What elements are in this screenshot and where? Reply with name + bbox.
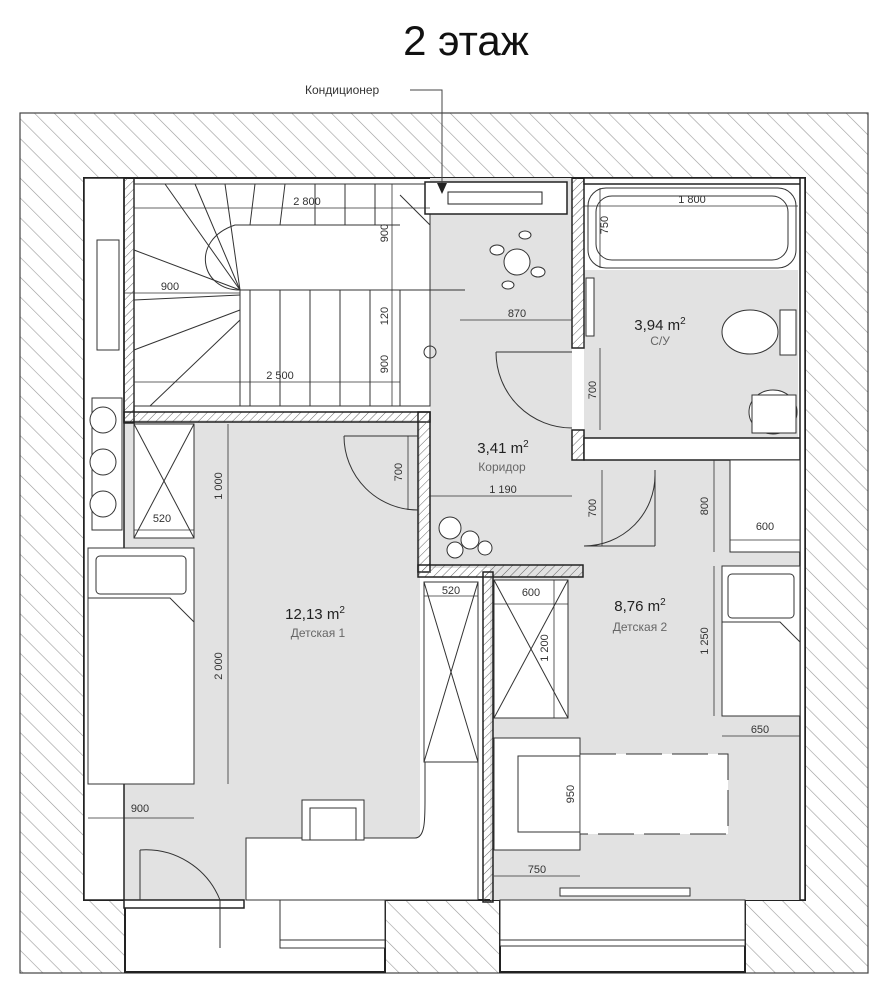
dim-stair-landing: 900 xyxy=(161,281,179,293)
dim-corridor-lower: 1 190 xyxy=(489,484,517,496)
bath-name: С/У xyxy=(650,334,670,348)
dim-stair-gap: 120 xyxy=(379,307,391,325)
kids2-name: Детская 2 xyxy=(613,620,668,634)
dimension-labels: 2 800 900 900 120 900 2 500 870 1 190 1 … xyxy=(131,194,774,876)
bath-area: 3,94 m2 xyxy=(634,316,686,334)
dim-stair-width: 2 800 xyxy=(293,196,321,208)
dim-kids2-bed-width: 650 xyxy=(751,724,769,736)
kids1-area: 12,13 m2 xyxy=(285,605,345,623)
plant-icon xyxy=(438,516,493,559)
corridor-name: Коридор xyxy=(478,460,526,474)
dim-kids1-bed-length: 2 000 xyxy=(213,652,225,680)
room-labels: 3,94 m2 С/У 3,41 m2 Коридор 12,13 m2 Дет… xyxy=(285,316,686,640)
dim-bath-tub-length: 1 800 xyxy=(678,194,706,206)
dim-kids2-shelf-depth: 800 xyxy=(699,497,711,515)
dim-kids2-sofa-width: 750 xyxy=(528,864,546,876)
dim-bath-tub-width: 750 xyxy=(599,216,611,234)
air-conditioner-label: Кондиционер xyxy=(305,83,380,97)
dim-kids2-shelf: 600 xyxy=(756,521,774,533)
dim-corridor-upper: 870 xyxy=(508,308,526,320)
dim-kids1-wardrobe-length: 1 000 xyxy=(213,472,225,500)
bath-fixtures xyxy=(585,187,798,435)
dim-bath-door: 700 xyxy=(587,381,599,399)
left-windows xyxy=(89,239,123,531)
dim-kids2-sofa-length: 950 xyxy=(565,785,577,803)
person-icon xyxy=(489,230,546,290)
dim-corridor-door: 700 xyxy=(393,463,405,481)
kids1-name: Детская 1 xyxy=(291,626,346,640)
kids1-furniture xyxy=(87,423,479,949)
dim-stair-run-lower: 900 xyxy=(379,355,391,373)
page-title: 2 этаж xyxy=(403,17,529,64)
dim-kids2-bed-length: 1 250 xyxy=(699,627,711,655)
dim-kids2-wardrobe: 600 xyxy=(522,587,540,599)
dimension-lines xyxy=(88,184,800,877)
staircase xyxy=(133,183,465,407)
dim-stair-run-upper: 900 xyxy=(379,224,391,242)
dim-kids2-wardrobe-length: 1 200 xyxy=(539,634,551,662)
kids2-area: 8,76 m2 xyxy=(614,597,666,615)
corridor-area: 3,41 m2 xyxy=(477,439,529,457)
air-conditioner xyxy=(410,89,568,215)
dim-kids2-door: 700 xyxy=(587,499,599,517)
dim-kids1-wardrobe2: 520 xyxy=(442,585,460,597)
dim-kids1-wardrobe-depth: 520 xyxy=(153,513,171,525)
doors xyxy=(139,338,656,948)
dim-kids1-bed-width: 900 xyxy=(131,803,149,815)
dim-stair-bottom: 2 500 xyxy=(266,370,294,382)
kids2-furniture xyxy=(493,459,801,947)
